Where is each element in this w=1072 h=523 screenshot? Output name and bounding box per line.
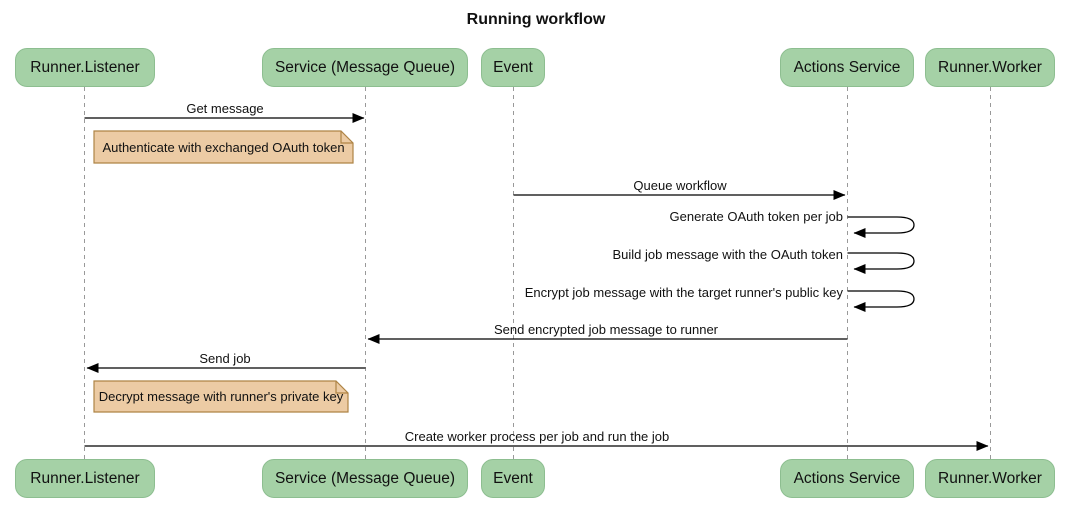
note-text-authenticate: Authenticate with exchanged OAuth token [102, 140, 345, 155]
message-label-get-message: Get message [186, 101, 264, 116]
actor-bottom-runner-listener: Runner.Listener [15, 459, 155, 498]
note-text-decrypt: Decrypt message with runner's private ke… [98, 389, 344, 404]
note-fold-authenticate [340, 131, 353, 144]
message-label-build-job-message: Build job message with the OAuth token [612, 247, 843, 262]
message-label-queue-workflow: Queue workflow [633, 178, 727, 193]
actor-bottom-event: Event [481, 459, 545, 498]
actor-top-actions-service: Actions Service [780, 48, 914, 87]
actor-top-runner-listener: Runner.Listener [15, 48, 155, 87]
diagram-title: Running workflow [466, 11, 606, 28]
actor-top-runner-worker: Runner.Worker [925, 48, 1055, 87]
actor-bottom-actions-service: Actions Service [780, 459, 914, 498]
message-label-encrypt-job-message: Encrypt job message with the target runn… [524, 285, 843, 300]
message-label-generate-oauth-token: Generate OAuth token per job [669, 209, 843, 224]
actor-bottom-service-message-queue: Service (Message Queue) [262, 459, 468, 498]
message-label-send-encrypted-job-message: Send encrypted job message to runner [493, 322, 719, 337]
arrow-self-encrypt-job-message [847, 290, 915, 312]
note-shape-authenticate [93, 130, 354, 164]
note-fold-decrypt [335, 381, 348, 394]
note-shape-decrypt [93, 380, 349, 413]
actor-bottom-runner-worker: Runner.Worker [925, 459, 1055, 498]
arrow-self-generate-oauth-token [847, 216, 915, 238]
actor-top-service-message-queue: Service (Message Queue) [262, 48, 468, 87]
actor-top-event: Event [481, 48, 545, 87]
arrow-self-build-job-message [847, 252, 915, 274]
message-label-create-worker-process: Create worker process per job and run th… [404, 429, 670, 444]
message-label-send-job: Send job [199, 351, 251, 366]
